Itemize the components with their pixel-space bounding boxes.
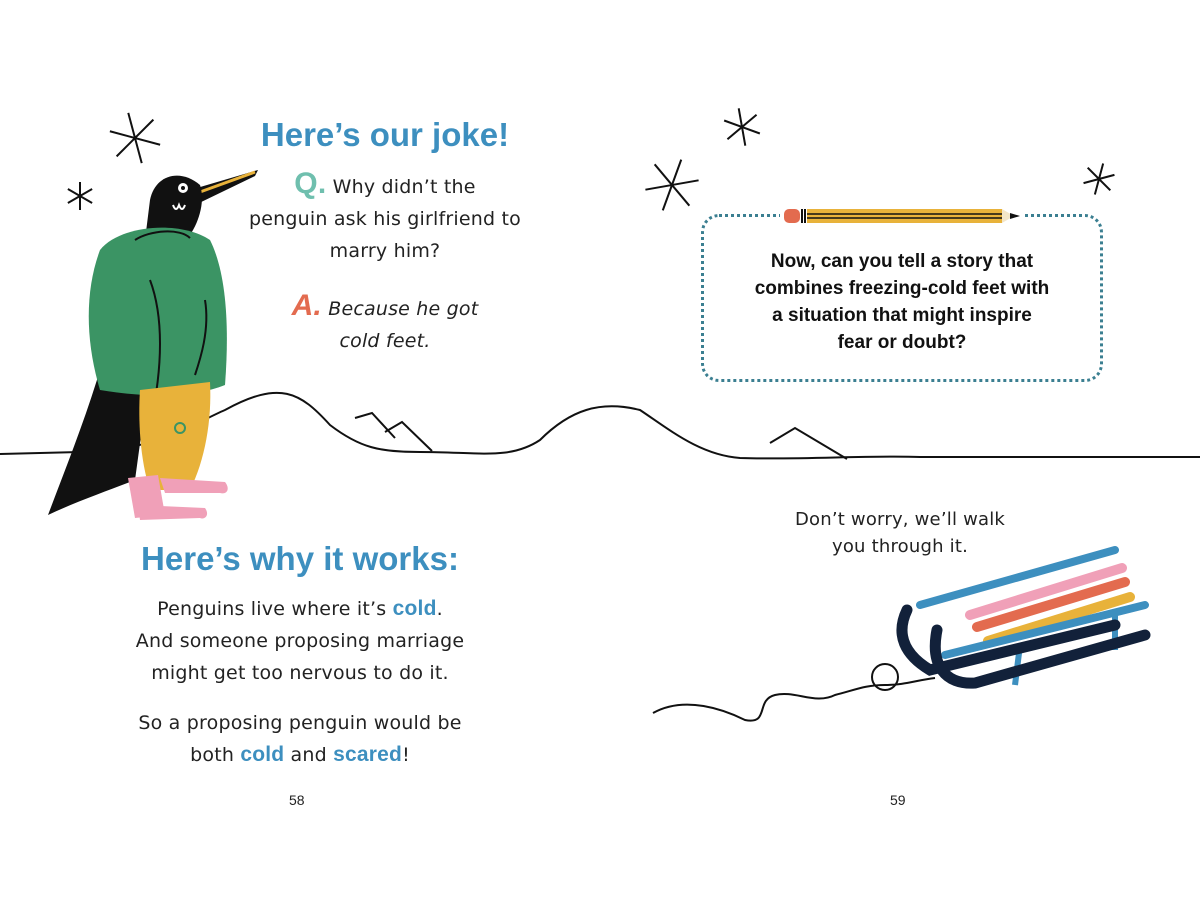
explanation-paragraph-2: So a proposing penguin would be both col… [100, 707, 500, 771]
explanation-paragraph-1: Penguins live where it’s cold. And someo… [100, 593, 500, 689]
prompt-line-4: fear or doubt? [837, 332, 967, 353]
story-prompt: Now, can you tell a story that combines … [705, 248, 1099, 356]
question-marker: Q. [294, 167, 327, 200]
explanation-text: and [284, 744, 334, 766]
snowflake-icon [723, 108, 761, 146]
explanation-line-2: And someone proposing marriage [135, 630, 465, 652]
answer-line-2: cold feet. [339, 330, 431, 352]
pencil-icon [784, 209, 1020, 223]
why-it-works-heading: Here’s why it works: [141, 540, 459, 577]
explanation-line-3: might get too nervous to do it. [151, 662, 449, 684]
punctuation: . [436, 598, 443, 620]
accent-word-cold: cold [240, 743, 285, 766]
reassurance-line-2: you through it. [831, 536, 969, 557]
prompt-line-3: a situation that might inspire [772, 305, 1032, 326]
accent-word-scared: scared [333, 743, 403, 766]
reassurance-line-1: Don’t worry, we’ll walk [794, 509, 1006, 530]
accent-word-cold: cold [392, 597, 437, 620]
question-line-3: marry him? [329, 240, 441, 262]
sled-icon [652, 546, 1151, 722]
snowflake-icon [1083, 163, 1115, 195]
snowy-hills-line [0, 391, 1200, 460]
snowflake-icon [67, 182, 93, 210]
punctuation: ! [402, 744, 410, 766]
joke-answer: A. Because he got cold feet. [225, 290, 545, 357]
explanation-text: Penguins live where it’s [157, 598, 393, 620]
page-number-left: 58 [289, 792, 305, 808]
page-number-right: 59 [890, 792, 906, 808]
prompt-line-1: Now, can you tell a story that [770, 251, 1034, 272]
snowflake-icon [109, 112, 161, 164]
penguin-illustration [48, 170, 258, 520]
question-line-2: penguin ask his girlfriend to [248, 208, 521, 230]
question-line-1: Why didn’t the [332, 176, 476, 198]
answer-marker: A. [291, 289, 322, 322]
joke-heading: Here’s our joke! [260, 116, 510, 153]
explanation-line-4: So a proposing penguin would be [138, 712, 462, 734]
snowflake-icon [645, 159, 699, 211]
explanation-text: both [190, 744, 241, 766]
prompt-line-2: combines freezing-cold feet with [754, 278, 1050, 299]
joke-question: Q. Why didn’t the penguin ask his girlfr… [225, 168, 545, 267]
answer-line-1: Because he got [328, 298, 479, 320]
reassurance-text: Don’t worry, we’ll walk you through it. [740, 506, 1060, 560]
